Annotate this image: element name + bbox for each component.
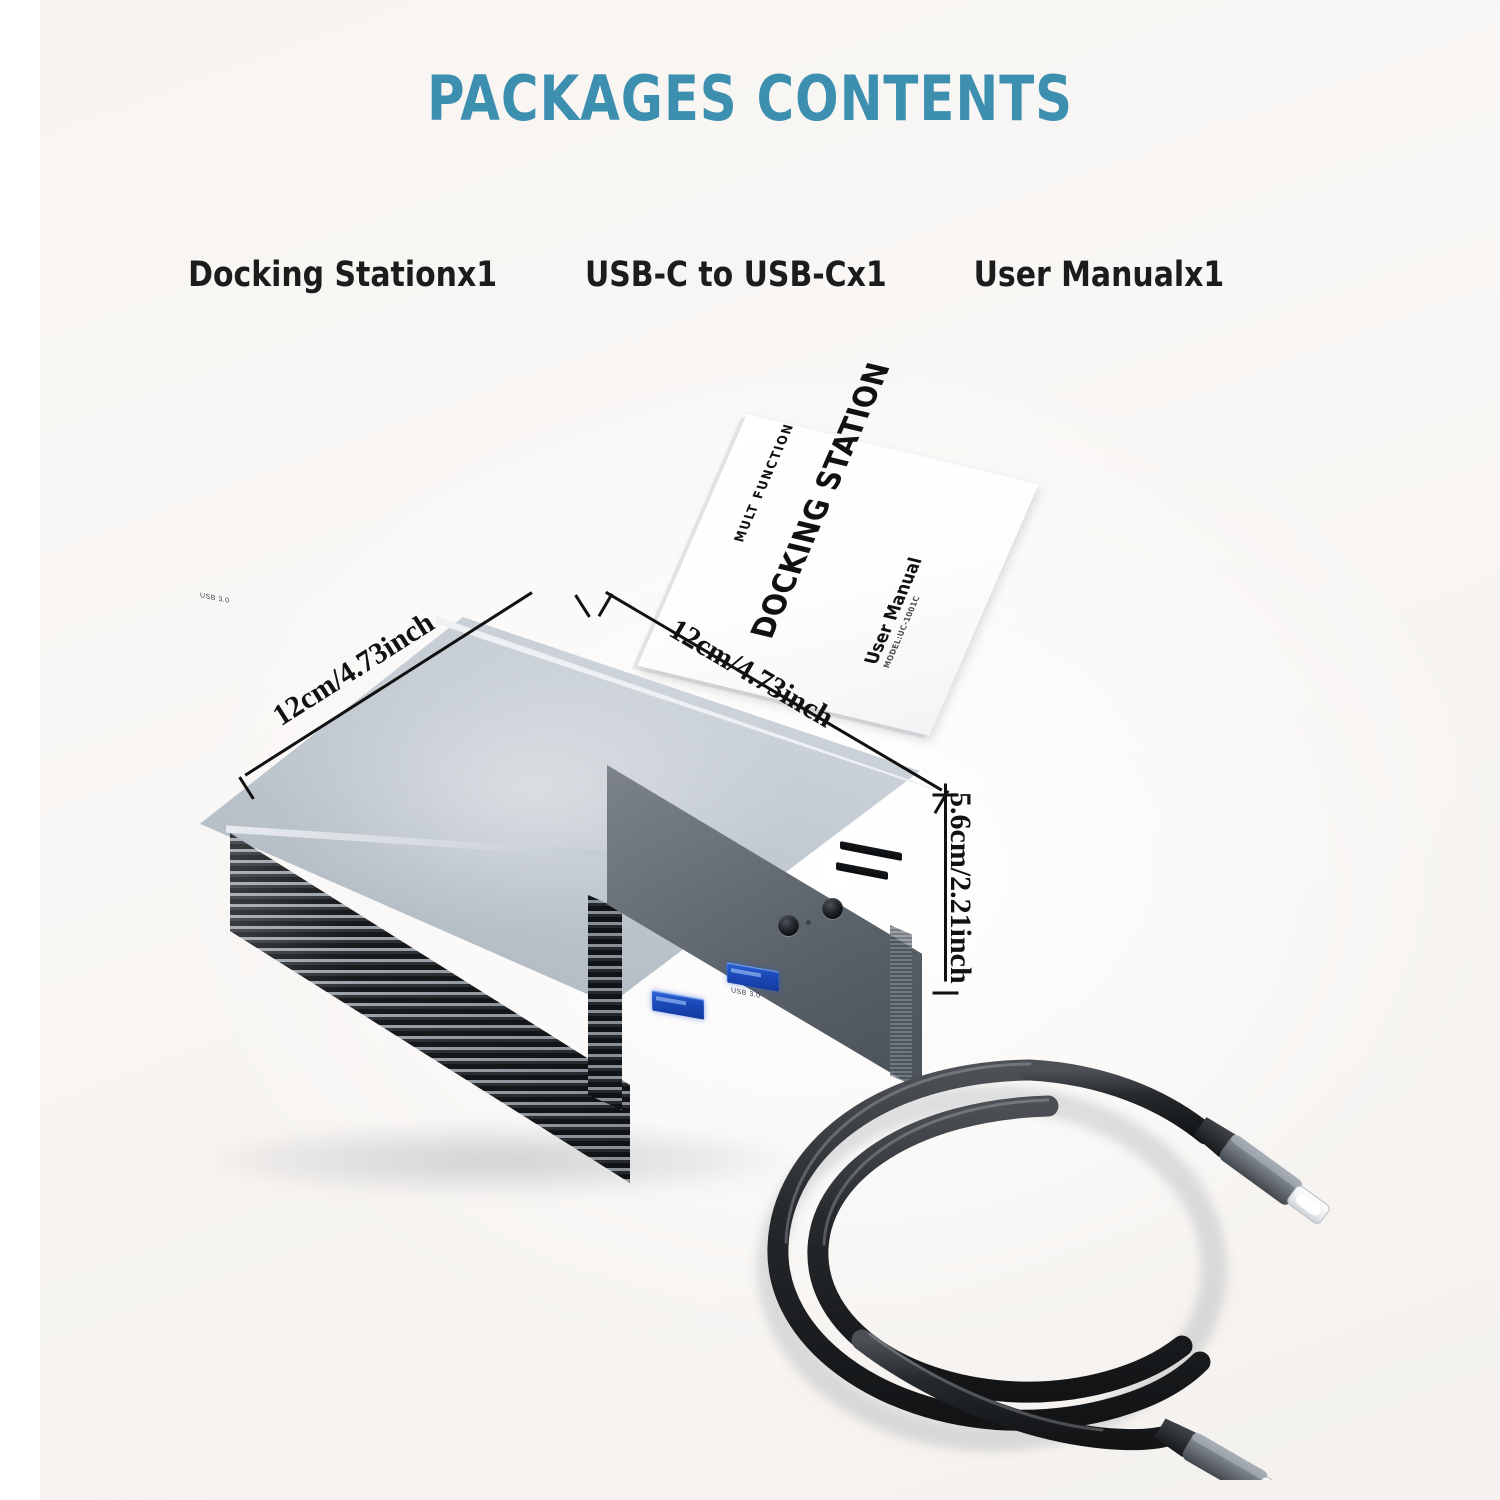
- package-contents-list: Docking Stationx1 USB-C to USB-Cx1 User …: [180, 255, 1300, 295]
- dimension-label-height: 5.6cm/2.21inch: [944, 792, 977, 984]
- usb-a-port-1-label: USB 3.0: [200, 592, 230, 605]
- usb-c-connector-top: [1193, 1117, 1330, 1224]
- cable-highlights: [784, 1062, 1104, 1432]
- cable-strand-upper: [1019, 1059, 1217, 1145]
- usb-c-connector-bottom: [1154, 1418, 1298, 1480]
- heatsink-fin-tips: [588, 895, 622, 1110]
- usb-a-port-1: [651, 990, 705, 1020]
- device-side-ridges: [890, 925, 912, 1085]
- usb-c-to-usb-c-cable: [730, 1010, 1370, 1480]
- list-item-usb-c-cable: USB-C to USB-Cx1: [585, 255, 887, 295]
- audio-jack-mic-icon: [778, 915, 799, 936]
- page-title: PACKAGES CONTENTS: [426, 62, 1074, 135]
- product-photo-stage: MULT FUNCTION DOCKING STATION User Manua…: [40, 359, 1500, 1500]
- dimension-tick-height-bottom: [932, 991, 959, 995]
- microsd-card-slot: [836, 861, 888, 881]
- led-indicator-icon: [806, 920, 811, 925]
- list-item-docking-station: Docking Stationx1: [188, 255, 498, 295]
- device-contact-shadow: [210, 1125, 790, 1195]
- cable-loop-inner: [807, 1095, 1193, 1403]
- audio-jack-headphone-icon: [822, 898, 843, 919]
- docking-station-device: USB 3.0 USB 3.0: [200, 592, 936, 1195]
- cable-strand-lower: [851, 1329, 1185, 1451]
- left-white-margin: [0, 0, 40, 1500]
- cable-loop-outer: [767, 1059, 1211, 1431]
- list-item-user-manual: User Manualx1: [973, 255, 1225, 295]
- sd-card-slot: [840, 840, 902, 862]
